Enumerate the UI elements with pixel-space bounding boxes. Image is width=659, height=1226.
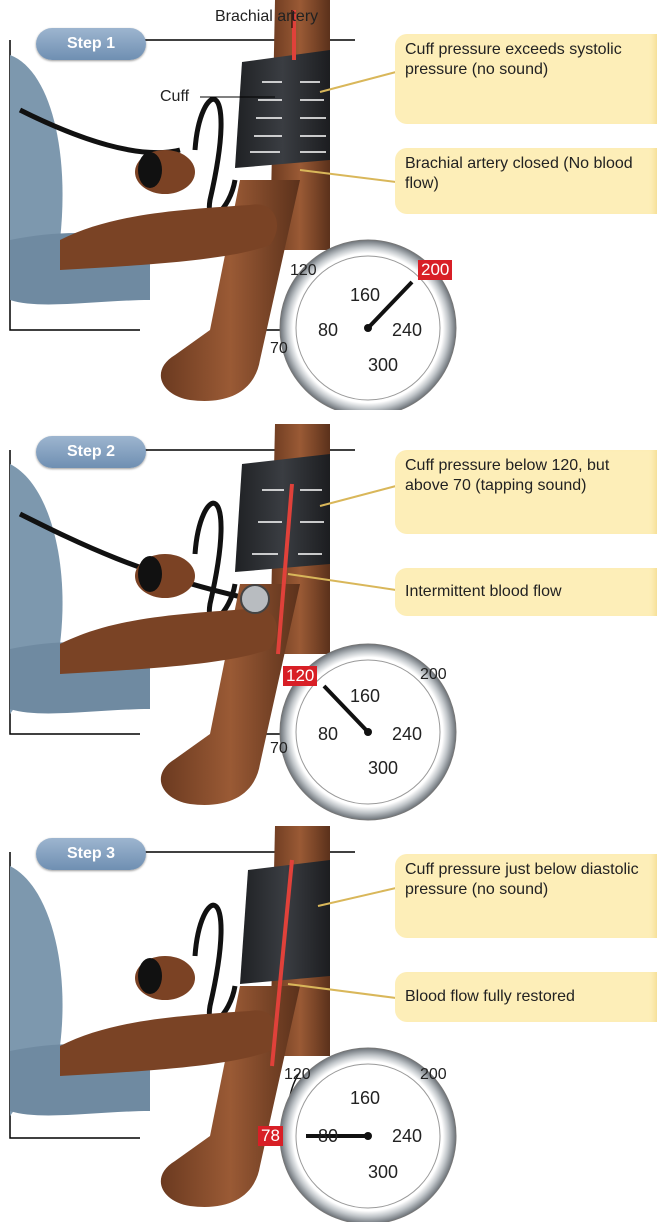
brachial-artery-label: Brachial artery	[215, 8, 318, 26]
gauge-tick-160: 160	[350, 285, 380, 306]
gauge-tick-70: 70	[270, 740, 288, 758]
callout-cuff-pressure: Cuff pressure just below diastolic press…	[395, 854, 657, 938]
gauge-tick-240: 240	[392, 1126, 422, 1147]
gauge-tick-300: 300	[368, 1162, 398, 1183]
step-badge: Step 2	[36, 436, 146, 468]
gauge-tick-80: 80	[318, 724, 338, 745]
gauge-tick-200: 200	[420, 666, 447, 684]
gauge-tick-70: 70	[270, 340, 288, 358]
callout-artery-state: Blood flow fully restored	[395, 972, 657, 1022]
gauge-tick-80: 80	[318, 320, 338, 341]
step-badge: Step 3	[36, 838, 146, 870]
step-3-panel: Step 3 Cuff pressure just below diastoli…	[0, 826, 659, 1226]
gauge-tick-240: 240	[392, 320, 422, 341]
gauge-tick-160: 160	[350, 686, 380, 707]
gauge-tick-300: 300	[368, 355, 398, 376]
gauge-pressure-reading: 200	[418, 260, 452, 280]
step-badge: Step 1	[36, 28, 146, 60]
callout-artery-state: Brachial artery closed (No blood flow)	[395, 148, 657, 214]
gauge-tick-120: 120	[284, 1066, 311, 1084]
gauge-tick-80: 80	[318, 1126, 338, 1147]
gauge-pressure-reading: 78	[258, 1126, 283, 1146]
callout-artery-state: Intermittent blood flow	[395, 568, 657, 616]
step-2-panel: Step 2 Cuff pressure below 120, but abov…	[0, 424, 659, 824]
gauge-tick-300: 300	[368, 758, 398, 779]
gauge-pressure-reading: 120	[283, 666, 317, 686]
gauge-tick-160: 160	[350, 1088, 380, 1109]
callout-cuff-pressure: Cuff pressure below 120, but above 70 (t…	[395, 450, 657, 534]
callout-cuff-pressure: Cuff pressure exceeds systolic pressure …	[395, 34, 657, 124]
step-1-panel: Step 1 Brachial artery Cuff Cuff pressur…	[0, 0, 659, 400]
cuff-label: Cuff	[160, 88, 189, 106]
gauge-tick-240: 240	[392, 724, 422, 745]
gauge-tick-120: 120	[290, 262, 317, 280]
gauge-tick-200: 200	[420, 1066, 447, 1084]
